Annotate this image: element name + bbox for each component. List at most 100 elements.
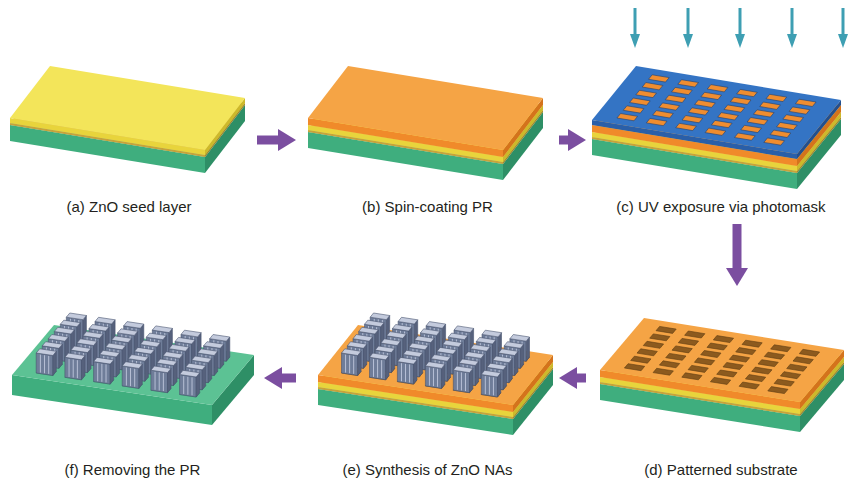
- nanorod-array: [163, 352, 183, 359]
- pattern-hole: [752, 367, 772, 374]
- panel-b-illustration: [308, 66, 543, 180]
- nanorod-array: [347, 342, 367, 349]
- panel-d-illustration: [600, 318, 844, 432]
- nanorod-array: [443, 340, 463, 347]
- nanorod-array: [198, 349, 218, 356]
- pattern-hole: [787, 364, 807, 371]
- nanorod-stripe: [163, 373, 164, 391]
- nanorod-array: [180, 370, 200, 377]
- pattern-hole: [637, 349, 657, 356]
- pattern-hole: [729, 355, 749, 362]
- pattern-hole: [631, 356, 651, 363]
- nanorod-stripe: [381, 360, 382, 378]
- nanorod-array: [481, 370, 501, 377]
- pattern-hole: [649, 75, 670, 82]
- nanorod-array: [370, 357, 386, 380]
- pattern-hole: [678, 338, 698, 345]
- nanorod-array: [504, 342, 524, 349]
- nanorod-stripe: [187, 377, 188, 395]
- nanorod-array: [392, 325, 412, 332]
- nanorod-array: [476, 337, 496, 344]
- pattern-hole: [617, 114, 638, 121]
- nanorod-stripe: [134, 369, 135, 387]
- pattern-hole: [656, 326, 676, 333]
- nanorod-array: [65, 353, 85, 360]
- pattern-hole: [694, 358, 714, 365]
- pattern-hole: [653, 111, 674, 118]
- nanorod-array: [425, 362, 445, 369]
- nanorod-stripe: [485, 376, 486, 394]
- nanorod-array: [94, 362, 111, 385]
- nanorod-array: [71, 346, 91, 353]
- nanorod-array: [381, 339, 401, 346]
- nanorod-array: [454, 326, 474, 333]
- process-step: (c) UV exposure via photomask: [590, 5, 852, 220]
- uv-ray-head: [735, 34, 745, 48]
- nanorod-stripe: [130, 368, 131, 386]
- pattern-hole: [742, 340, 762, 347]
- substrate-layer: [12, 325, 254, 405]
- pattern-hole: [682, 116, 703, 123]
- photoresist-layer: [308, 66, 543, 150]
- nanorod-stripe: [192, 377, 193, 395]
- nanorod-array: [186, 363, 206, 370]
- uv-ray: [791, 8, 794, 36]
- process-arrow: [571, 374, 586, 383]
- pattern-hole: [770, 130, 791, 137]
- pattern-hole: [705, 128, 726, 135]
- pattern-hole: [730, 97, 751, 104]
- nanorod-stripe: [461, 372, 462, 390]
- process-arrow: [276, 374, 296, 383]
- process-step: (a) ZnO seed layer: [5, 48, 253, 220]
- pattern-hole: [695, 100, 716, 107]
- nanorod-array: [180, 375, 197, 398]
- pattern-hole: [624, 364, 644, 371]
- nanorod-array: [60, 320, 80, 327]
- uv-ray-head: [683, 34, 693, 48]
- step-caption: (b) Spin-coating PR: [362, 198, 493, 216]
- process-arrow: [257, 136, 284, 145]
- nanorod-array: [375, 346, 395, 353]
- nanorod-array: [510, 335, 530, 342]
- nanorod-stripe: [353, 356, 354, 374]
- nanorod-stripe: [345, 355, 346, 373]
- nanorod-array: [77, 339, 97, 346]
- nanorod-array: [36, 349, 56, 356]
- panel-a-illustration: [10, 66, 245, 173]
- pattern-hole: [783, 115, 804, 122]
- nanorod-stripe: [69, 359, 70, 377]
- pattern-hole: [747, 118, 768, 125]
- uv-ray-head: [838, 34, 848, 48]
- photomask-layer: [592, 66, 841, 154]
- nanorod-stripe: [405, 364, 406, 382]
- step-caption: (a) ZnO seed layer: [66, 198, 191, 216]
- step-caption: (c) UV exposure via photomask: [616, 198, 825, 216]
- nanorod-array: [66, 313, 86, 320]
- pattern-hole: [659, 361, 679, 368]
- pattern-hole: [623, 106, 644, 113]
- pattern-hole: [630, 98, 651, 105]
- pattern-hole: [795, 99, 816, 106]
- nanorod-array: [459, 359, 479, 366]
- nanorod-array: [151, 366, 171, 373]
- panel-e-illustration: [318, 313, 553, 435]
- pattern-hole: [717, 370, 737, 377]
- pattern-hole: [766, 94, 787, 101]
- nanorod-array: [122, 366, 139, 389]
- pattern-hole: [799, 349, 819, 356]
- nanorod-array: [409, 343, 429, 350]
- pattern-hole: [688, 365, 708, 372]
- nanorod-array: [431, 355, 451, 362]
- nanorod-stripe: [101, 364, 102, 382]
- nanorod-array: [42, 342, 62, 349]
- process-step: (b) Spin-coating PR: [300, 48, 555, 220]
- pattern-hole: [672, 346, 692, 353]
- nanorod-array: [426, 322, 446, 329]
- pattern-hole: [646, 118, 667, 125]
- nanorod-stripe: [373, 359, 374, 377]
- nanorod-array: [100, 350, 120, 357]
- uv-ray-head: [787, 34, 797, 48]
- pattern-hole: [724, 105, 745, 112]
